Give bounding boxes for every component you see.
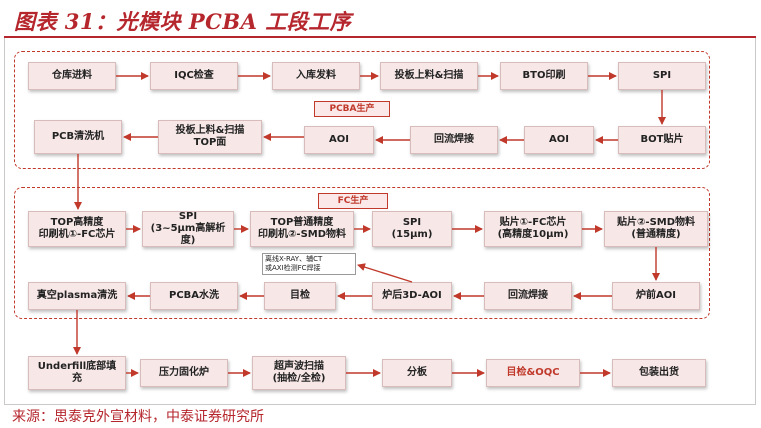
step-board-loading-scan: 投板上料&扫描 xyxy=(380,62,478,90)
step-pressure-curing-oven: 压力固化炉 xyxy=(140,359,228,387)
step-spi-15um: SPI (15μm) xyxy=(372,211,452,247)
step-storage-issue: 入库发料 xyxy=(272,62,360,90)
figure-title: 图表 31：光模块 PCBA 工段工序 xyxy=(14,9,352,34)
xray-inspection-note: 离线X-RAY、辅CT 或AXI检测FC焊接 xyxy=(262,253,356,275)
step-depaneling: 分板 xyxy=(382,359,452,387)
step-pcba-water-wash: PCBA水洗 xyxy=(150,282,238,310)
frame-left-border xyxy=(4,38,5,404)
step-top-high-precision-printer: TOP高精度 印刷机①-FC芯片 xyxy=(28,211,126,247)
step-smd-placement: 贴片②-SMD物料 (普通精度) xyxy=(604,211,708,247)
step-post-reflow-3d-aoi: 炉后3D-AOI xyxy=(372,282,452,310)
fc-section xyxy=(14,187,710,319)
step-iqc-inspection: IQC检查 xyxy=(150,62,238,90)
step-visual-inspection-oqc: 目检&OQC xyxy=(486,359,580,387)
step-underfill: Underfill底部填 充 xyxy=(28,356,126,390)
step-fc-reflow-soldering: 回流焊接 xyxy=(484,282,572,310)
step-board-loading-top: 投板上料&扫描 TOP面 xyxy=(158,120,262,154)
frame-right-border xyxy=(755,38,756,404)
fc-section-label: FC生产 xyxy=(318,193,388,209)
step-spi-high-resolution: SPI (3~5μm高解析度) xyxy=(142,211,234,247)
header-rule xyxy=(4,36,756,38)
step-ultrasonic-scan: 超声波扫描 (抽检/全检) xyxy=(252,356,346,390)
step-bto-printing: BTO印刷 xyxy=(500,62,588,90)
step-vacuum-plasma-cleaning: 真空plasma清洗 xyxy=(28,282,126,310)
step-pcb-cleaning: PCB清洗机 xyxy=(34,120,122,154)
step-pre-reflow-aoi: 炉前AOI xyxy=(612,282,700,310)
figure-header: 图表 31：光模块 PCBA 工段工序 xyxy=(0,0,761,40)
step-aoi-2: AOI xyxy=(524,126,594,154)
step-aoi-1: AOI xyxy=(304,126,374,154)
step-top-normal-printer: TOP普通精度 印刷机②-SMD物料 xyxy=(250,211,354,247)
step-visual-inspection: 目检 xyxy=(264,282,336,310)
step-bot-placement: BOT贴片 xyxy=(618,126,706,154)
step-packing-shipment: 包装出货 xyxy=(612,359,706,387)
arrow-note-link xyxy=(357,263,413,283)
source-note: 来源：思泰克外宣材料，中泰证券研究所 xyxy=(12,409,264,425)
pcba-section-label: PCBA生产 xyxy=(314,101,390,117)
step-fc-chip-placement: 贴片①-FC芯片 (高精度10μm) xyxy=(484,211,582,247)
step-reflow-soldering: 回流焊接 xyxy=(410,126,498,154)
step-warehouse-intake: 仓库进料 xyxy=(28,62,116,90)
pcba-section xyxy=(14,51,710,169)
step-spi: SPI xyxy=(618,62,706,90)
footer-rule xyxy=(4,404,756,405)
